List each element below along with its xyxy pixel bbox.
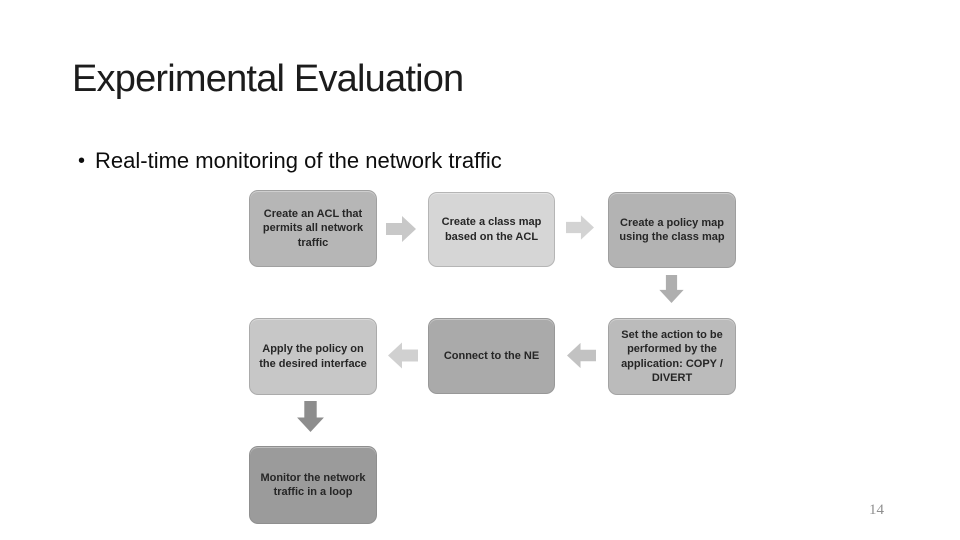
flow-box-monitor-traffic: Monitor the network traffic in a loop xyxy=(249,446,377,524)
arrow-down-icon xyxy=(659,275,684,303)
arrow-down-icon xyxy=(297,401,324,432)
bullet-marker: • xyxy=(78,150,86,172)
bullet-text: Real-time monitoring of the network traf… xyxy=(95,148,502,173)
arrow-left-icon xyxy=(567,342,596,369)
flow-box-create-policy-map: Create a policy map using the class map xyxy=(608,192,736,268)
arrow-right-icon xyxy=(566,215,594,240)
arrow-right-icon xyxy=(386,216,416,242)
flow-box-create-class-map: Create a class map based on the ACL xyxy=(428,192,555,267)
flow-box-set-action: Set the action to be performed by the ap… xyxy=(608,318,736,395)
flow-box-create-acl: Create an ACL that permits all network t… xyxy=(249,190,377,267)
bullet-item: • Real-time monitoring of the network tra… xyxy=(78,148,502,174)
page-number: 14 xyxy=(869,502,884,518)
flow-box-apply-policy: Apply the policy on the desired interfac… xyxy=(249,318,377,395)
arrow-left-icon xyxy=(388,342,418,369)
slide-title: Experimental Evaluation xyxy=(72,58,464,100)
flow-box-connect-ne: Connect to the NE xyxy=(428,318,555,394)
